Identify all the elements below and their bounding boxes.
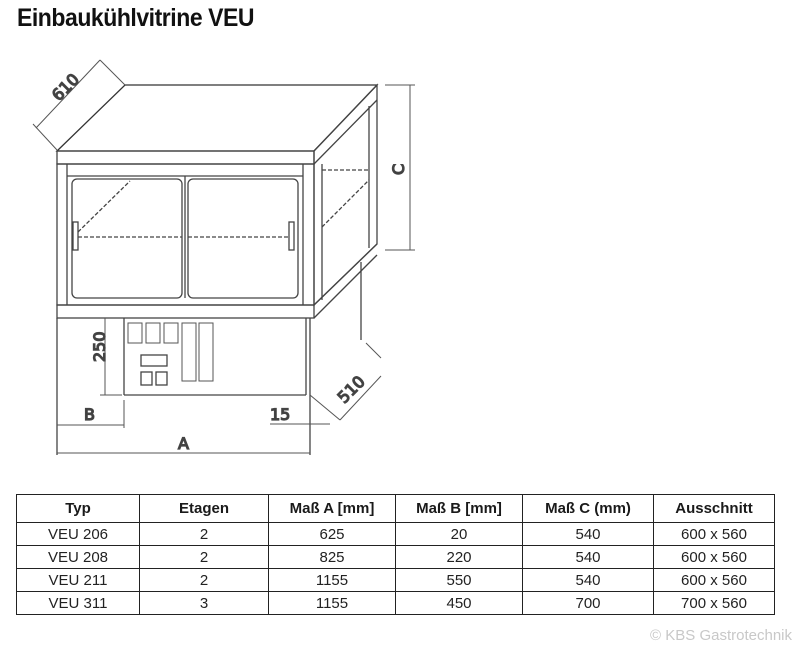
label-depth-base: 510 bbox=[334, 372, 369, 407]
cell-mass-b: 20 bbox=[395, 522, 523, 546]
label-height-c: C bbox=[389, 164, 408, 175]
cell-typ: VEU 211 bbox=[16, 568, 140, 592]
specifications-table: Typ Etagen Maß A [mm] Maß B [mm] Maß C (… bbox=[16, 494, 775, 615]
header-mass-c: Maß C (mm) bbox=[522, 494, 654, 523]
cell-etagen: 2 bbox=[139, 568, 269, 592]
cell-ausschnitt: 600 x 560 bbox=[653, 568, 775, 592]
table-row: VEU 311 3 1155 450 700 700 x 560 bbox=[16, 591, 775, 615]
table-row: VEU 206 2 625 20 540 600 x 560 bbox=[16, 522, 775, 546]
header-etagen: Etagen bbox=[139, 494, 269, 523]
label-base-height: 250 bbox=[90, 331, 109, 362]
cell-mass-c: 540 bbox=[522, 545, 654, 569]
header-mass-a: Maß A [mm] bbox=[268, 494, 396, 523]
header-typ: Typ bbox=[16, 494, 140, 523]
table-row: VEU 208 2 825 220 540 600 x 560 bbox=[16, 545, 775, 569]
header-ausschnitt: Ausschnitt bbox=[653, 494, 775, 523]
technical-drawing: 610 C 250 510 B 15 A bbox=[32, 59, 415, 455]
cell-ausschnitt: 700 x 560 bbox=[653, 591, 775, 615]
label-offset-b: B bbox=[84, 405, 95, 424]
cell-typ: VEU 206 bbox=[16, 522, 140, 546]
table-header-row: Typ Etagen Maß A [mm] Maß B [mm] Maß C (… bbox=[16, 494, 775, 523]
cell-mass-b: 220 bbox=[395, 545, 523, 569]
cell-typ: VEU 208 bbox=[16, 545, 140, 569]
cell-etagen: 2 bbox=[139, 522, 269, 546]
table-row: VEU 211 2 1155 550 540 600 x 560 bbox=[16, 568, 775, 592]
copyright-notice: © KBS Gastrotechnik bbox=[650, 627, 792, 644]
cell-mass-c: 700 bbox=[522, 591, 654, 615]
cell-mass-b: 550 bbox=[395, 568, 523, 592]
cell-ausschnitt: 600 x 560 bbox=[653, 522, 775, 546]
label-depth-top: 610 bbox=[48, 70, 83, 105]
cell-etagen: 2 bbox=[139, 545, 269, 569]
cell-mass-a: 1155 bbox=[268, 568, 396, 592]
cell-mass-c: 540 bbox=[522, 522, 654, 546]
cell-mass-a: 1155 bbox=[268, 591, 396, 615]
cell-typ: VEU 311 bbox=[16, 591, 140, 615]
label-offset-right: 15 bbox=[270, 405, 290, 424]
cell-etagen: 3 bbox=[139, 591, 269, 615]
cell-mass-a: 625 bbox=[268, 522, 396, 546]
cell-mass-a: 825 bbox=[268, 545, 396, 569]
cell-mass-b: 450 bbox=[395, 591, 523, 615]
cell-mass-c: 540 bbox=[522, 568, 654, 592]
label-width-a: A bbox=[178, 434, 189, 453]
page-title: Einbaukühlvitrine VEU bbox=[17, 4, 255, 32]
cell-ausschnitt: 600 x 560 bbox=[653, 545, 775, 569]
header-mass-b: Maß B [mm] bbox=[395, 494, 523, 523]
